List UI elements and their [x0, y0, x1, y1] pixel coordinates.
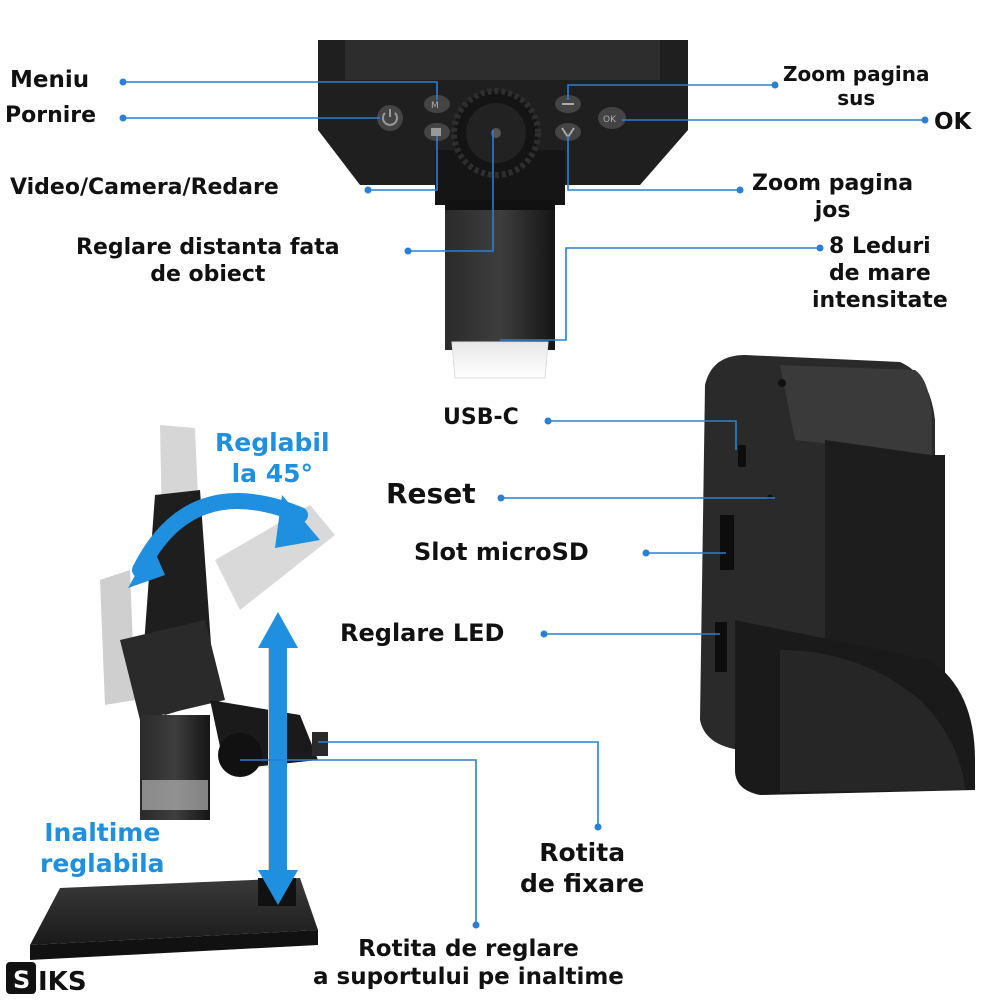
label-zoom-jos: Zoom pagina jos [752, 171, 914, 223]
power-icon [377, 105, 403, 131]
front-view: M OK [318, 40, 688, 379]
zoom-up-icon [555, 95, 581, 113]
label-leduri: 8 Leduri de mare intensitate [812, 234, 948, 313]
label-reset: Reset [386, 477, 476, 510]
top-callout-lines [123, 81, 925, 341]
camera-icon [424, 123, 450, 141]
label-rotita-reglare: Rotita de reglare a suportului pe inalti… [313, 936, 624, 991]
svg-text:OK: OK [603, 115, 617, 125]
label-meniu: Meniu [10, 67, 90, 93]
label-ok: OK [934, 109, 972, 135]
siks-logo: S IKS [6, 962, 87, 997]
ok-icon: OK [598, 107, 626, 129]
label-pornire: Pornire [5, 103, 97, 128]
label-reglabil-45: Reglabil la 45° [215, 428, 330, 488]
label-usb-c: USB-C [443, 405, 519, 430]
label-inaltime-reglabila: Inaltime reglabila [40, 818, 165, 878]
label-zoom-sus: Zoom pagina sus [783, 62, 930, 111]
focus-wheel-icon [451, 88, 541, 178]
label-slot-microsd: Slot microSD [414, 538, 589, 566]
svg-text:M: M [431, 101, 439, 111]
side-view [700, 355, 975, 795]
rotate-arrow-icon [128, 493, 320, 588]
label-rotita-fixare: Rotita de fixare [520, 838, 645, 898]
label-reglare-led: Reglare LED [340, 619, 505, 647]
label-video-camera-redare: Video/Camera/Redare [10, 175, 279, 200]
svg-text:S: S [13, 966, 30, 994]
svg-text:IKS: IKS [38, 967, 87, 997]
label-reglare-distanta: Reglare distanta fata de obiect [76, 235, 340, 287]
menu-icon: M [424, 95, 450, 113]
